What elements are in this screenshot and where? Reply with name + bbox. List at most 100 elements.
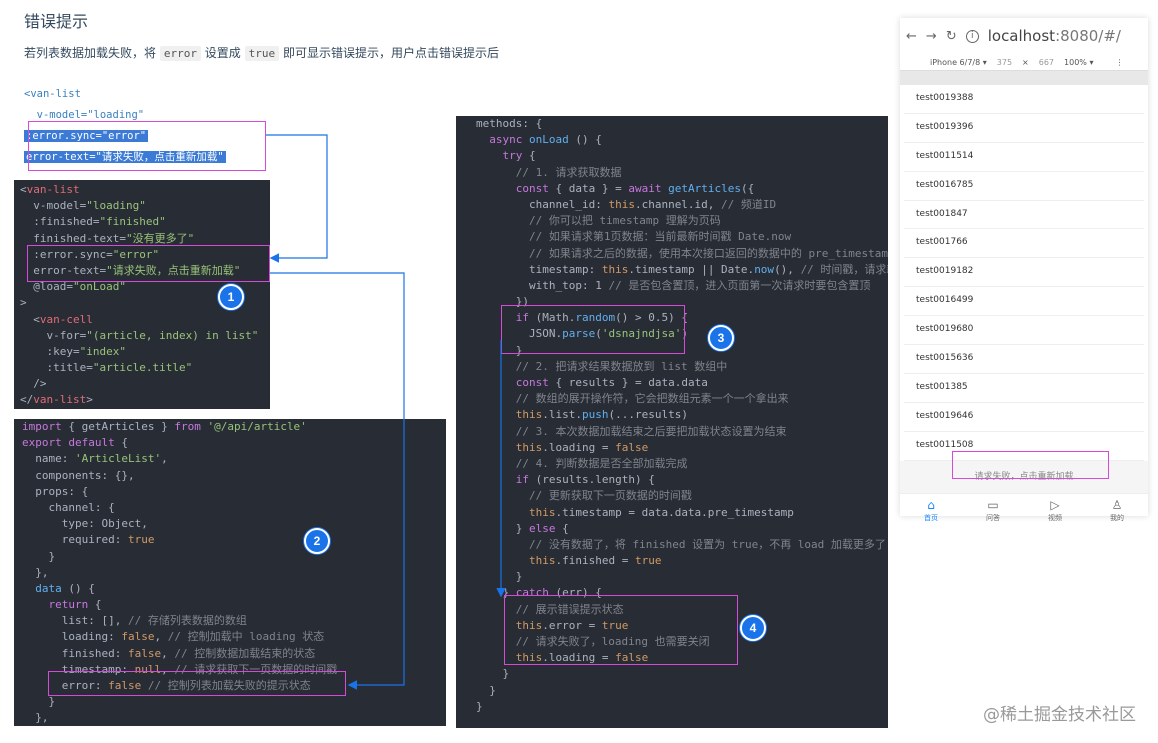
- highlight-box-template: [27, 245, 270, 282]
- tab-3[interactable]: ♙我的: [1086, 494, 1148, 528]
- code-line: // 请求失败了，loading 也需要关闭: [476, 634, 868, 650]
- list-item[interactable]: test0019680: [904, 316, 1144, 346]
- list-item[interactable]: test001847: [904, 201, 1144, 230]
- reload-icon[interactable]: ↻: [945, 28, 957, 44]
- code-line: >: [20, 296, 27, 310]
- page-top-strip: [900, 71, 1148, 85]
- doc-code-sample: <van-list v-model="loading" :error.sync=…: [24, 84, 226, 168]
- back-icon[interactable]: ←: [906, 28, 917, 44]
- code-line: if (Math.random() > 0.5) {: [515, 311, 688, 325]
- height-field[interactable]: 667: [1038, 57, 1055, 67]
- doc-description: 若列表数据加载失败，将 error 设置成 true 即可显示错误提示，用户点击…: [24, 44, 499, 61]
- code-token: "onLoad": [72, 280, 126, 294]
- list-item[interactable]: test0019182: [904, 258, 1144, 288]
- code-line: v-model="loading": [24, 109, 145, 121]
- code-token: // 控制数据加载结束的状态: [174, 646, 316, 660]
- device-select[interactable]: iPhone 6/7/8 ▾: [930, 57, 987, 67]
- info-icon[interactable]: i: [965, 29, 979, 43]
- code-line: export default {: [22, 436, 128, 450]
- tab-0[interactable]: ⌂首页: [900, 494, 962, 528]
- more-icon[interactable]: ⋮: [1115, 57, 1124, 67]
- code-line: // 4. 判断数据是否全部加载完成: [476, 456, 868, 472]
- code-token: // 是否包含置顶，进入页面第一次请求时要包含置顶: [608, 278, 871, 292]
- code-token: // 4. 判断数据是否全部加载完成: [515, 456, 688, 470]
- code-token: default: [68, 436, 115, 450]
- width-field[interactable]: 375: [996, 57, 1013, 67]
- code-token: true: [601, 618, 629, 632]
- code-token: '@/api/article': [207, 420, 307, 433]
- code-token: this: [528, 554, 556, 568]
- list-item[interactable]: test0019396: [904, 114, 1144, 143]
- code-line: } catch (err) {: [476, 586, 602, 600]
- code-token: getArticles: [668, 181, 741, 195]
- code-token: // 更新获取下一页数据的时间戳: [528, 489, 692, 503]
- code-token: "index": [79, 344, 126, 358]
- zoom-select[interactable]: 100% ▾: [1064, 57, 1094, 67]
- code-line: // 1. 请求获取数据: [476, 165, 868, 181]
- code-token: onLoad: [529, 133, 569, 147]
- code-line: },: [22, 565, 49, 579]
- code-line: methods: {: [476, 117, 543, 130]
- code-line: channel: {: [22, 500, 115, 514]
- device-toolbar: iPhone 6/7/8 ▾ 375 × 667 100% ▾ ⋮: [900, 54, 1148, 71]
- code-line: // 没有数据了，将 finished 设置为 true，不再 load 加载更…: [476, 537, 886, 553]
- error-tip-text: 请求失败，点击重新加载: [974, 471, 1074, 482]
- code-line-selected: :error.sync="error": [24, 130, 149, 142]
- code-line: // 数组的展开操作符，它会把数组元素一个一个拿出来: [476, 391, 868, 407]
- list-item[interactable]: test0019646: [904, 403, 1144, 432]
- code-line: try {: [502, 149, 536, 163]
- code-line: v-model="loading": [20, 199, 146, 213]
- code-line: error-text="请求失败，点击重新加载": [20, 263, 241, 277]
- list-item[interactable]: test0011514: [904, 143, 1144, 172]
- list-error-tip[interactable]: 请求失败，点击重新加载: [900, 460, 1148, 493]
- tab-bar: ⌂首页▭问答▷视频♙我的: [900, 492, 1148, 528]
- chat-icon: ▭: [987, 497, 999, 512]
- url-path: :8080/#/: [1055, 27, 1121, 45]
- code-line: }): [476, 295, 529, 309]
- list-item[interactable]: test0015636: [904, 345, 1144, 374]
- code-token: await: [628, 181, 662, 195]
- tab-2[interactable]: ▷视频: [1024, 494, 1086, 528]
- code-token: false: [615, 651, 649, 665]
- code-line: v-for="(article, index) in list": [20, 328, 259, 342]
- code-line: } else {: [476, 521, 569, 535]
- list-item[interactable]: test0019388: [904, 85, 1144, 114]
- code-token: "没有更多了": [125, 231, 195, 245]
- code-token: // 数组的展开操作符，它会把数组元素一个一个拿出来: [515, 392, 789, 406]
- code-line: this.error = true: [515, 618, 629, 632]
- times-sign: ×: [1022, 57, 1029, 67]
- code-line: data () {: [35, 581, 95, 595]
- list-item[interactable]: test0016499: [904, 287, 1144, 317]
- highlight-box-error-tip: [952, 451, 1109, 479]
- code-token: parse: [562, 327, 596, 341]
- code-line: finished: false, // 控制数据加载结束的状态: [22, 646, 316, 660]
- code-token: this: [515, 408, 543, 422]
- tab-label: 我的: [1110, 513, 1124, 522]
- url-field[interactable]: localhost:8080/#/: [988, 27, 1121, 45]
- code-line: }: [476, 699, 483, 713]
- list-item[interactable]: test0011508: [904, 432, 1144, 461]
- list-item[interactable]: test001385: [904, 374, 1144, 403]
- tab-1[interactable]: ▭问答: [962, 494, 1024, 528]
- code-token: van-cell: [39, 312, 93, 326]
- code-token: const: [515, 181, 549, 195]
- code-line: return {: [48, 598, 102, 612]
- code-token: "finished": [99, 215, 166, 229]
- code-line: }: [22, 549, 56, 563]
- code-token: null: [134, 662, 162, 676]
- step-badge-4: 4: [740, 615, 766, 641]
- code-token: async: [489, 133, 523, 147]
- list-item[interactable]: test001766: [904, 229, 1144, 259]
- code-token: "error": [112, 247, 160, 261]
- code-token: this: [601, 262, 629, 276]
- video-icon: ▷: [1050, 497, 1060, 512]
- code-line: import { getArticles } from '@/api/artic…: [22, 420, 307, 433]
- home-icon: ⌂: [927, 497, 935, 512]
- code-token: true: [127, 533, 155, 547]
- code-line: type: Object,: [22, 517, 148, 531]
- inline-code-true: true: [244, 46, 280, 61]
- code-token: from: [174, 420, 201, 433]
- list-item[interactable]: test0016785: [904, 172, 1144, 201]
- forward-icon[interactable]: →: [925, 28, 937, 44]
